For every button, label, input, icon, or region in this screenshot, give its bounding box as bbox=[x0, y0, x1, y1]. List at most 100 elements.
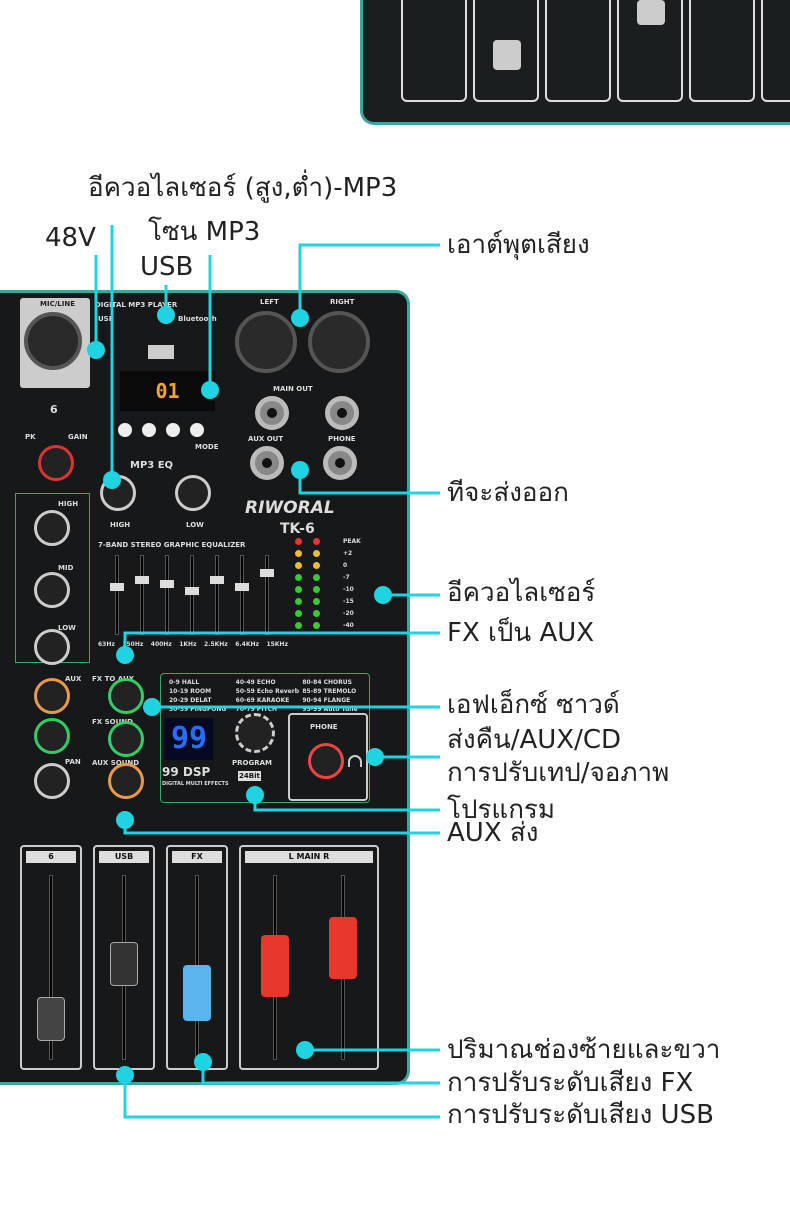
meter-led-icon bbox=[313, 538, 320, 545]
fx-preset: 60-69 KARAOKE bbox=[235, 697, 290, 704]
fx-display: 99 bbox=[165, 718, 213, 760]
callout-line bbox=[201, 1062, 440, 1085]
strip-label: FX bbox=[172, 851, 222, 863]
callout-dot bbox=[103, 471, 121, 489]
fader-cap[interactable] bbox=[493, 40, 521, 70]
meter-led-icon bbox=[295, 550, 302, 557]
callout-dot bbox=[366, 748, 384, 766]
channel-strip bbox=[401, 0, 467, 102]
geq-slider[interactable] bbox=[210, 576, 224, 584]
phone-volume-knob[interactable] bbox=[308, 743, 344, 779]
fx-to-aux-knob[interactable] bbox=[108, 678, 144, 714]
fx-fader[interactable] bbox=[183, 965, 211, 1021]
geq-slider[interactable] bbox=[110, 583, 124, 591]
program-knob[interactable] bbox=[235, 713, 275, 753]
callout-dot bbox=[116, 1066, 134, 1084]
next-button[interactable] bbox=[166, 423, 180, 437]
main-right-fader[interactable] bbox=[329, 917, 357, 979]
geq-slider[interactable] bbox=[185, 586, 199, 595]
fx-sound-knob[interactable] bbox=[108, 721, 144, 757]
callout-dot bbox=[116, 811, 134, 829]
phone-out-jack[interactable] bbox=[323, 446, 357, 480]
meter-led-icon bbox=[295, 622, 302, 629]
pan-label: PAN bbox=[65, 758, 81, 766]
strip-label: 6 bbox=[26, 851, 76, 863]
mic-line-input: MIC/LINE bbox=[20, 298, 90, 388]
callout-usb-volume: การปรับระดับเสียง USB bbox=[447, 1100, 714, 1130]
geq-slider[interactable] bbox=[135, 576, 149, 584]
brand-logo: RIWORAL bbox=[245, 498, 335, 518]
mp3-low-knob[interactable] bbox=[175, 475, 211, 511]
gain-label: GAIN bbox=[68, 433, 88, 441]
meter-label: -20 bbox=[343, 610, 354, 617]
geq-band-label: 15KHz bbox=[266, 641, 288, 648]
callout-dot bbox=[116, 646, 134, 664]
right-label: RIGHT bbox=[330, 298, 355, 306]
gain-knob[interactable] bbox=[38, 445, 74, 481]
usb-fader[interactable] bbox=[110, 942, 138, 986]
geq-slider[interactable] bbox=[235, 583, 249, 591]
aux-out-jack[interactable] bbox=[250, 446, 284, 480]
fx-preset: 80-84 CHORUS bbox=[302, 679, 352, 686]
channel-eq-section: HIGH MID LOW bbox=[15, 493, 90, 665]
strip-label: USB bbox=[99, 851, 149, 863]
prev-button[interactable] bbox=[142, 423, 156, 437]
fader-cap[interactable] bbox=[637, 0, 665, 25]
usb-port[interactable] bbox=[148, 345, 174, 359]
meter-led-icon bbox=[295, 610, 302, 617]
phone-out-label: PHONE bbox=[328, 435, 356, 443]
geq-slider[interactable] bbox=[160, 579, 174, 588]
meter-led-icon bbox=[313, 598, 320, 605]
meter-label: 0 bbox=[343, 562, 348, 569]
aux-label: AUX bbox=[65, 675, 82, 683]
callout-tape-monitor: การปรับเทป/จอภาพ bbox=[447, 758, 670, 788]
channel-strip bbox=[761, 0, 790, 102]
mp3-display: 01 bbox=[120, 371, 215, 411]
main-left-fader[interactable] bbox=[261, 935, 289, 997]
meter-led-icon bbox=[295, 598, 302, 605]
eq-high-knob[interactable] bbox=[34, 510, 70, 546]
callout-dot bbox=[291, 461, 309, 479]
callout-dot bbox=[194, 1053, 212, 1071]
fx-knob[interactable] bbox=[34, 718, 70, 754]
callout-line bbox=[123, 1075, 440, 1119]
geq-band-label: 2.5KHz bbox=[204, 641, 228, 648]
right-xlr-output[interactable] bbox=[308, 311, 370, 373]
callout-dot bbox=[291, 309, 309, 327]
callout-lr-volume: ปริมาณช่องซ้ายและขวา bbox=[447, 1035, 721, 1065]
dsp-logo: 99 DSP bbox=[162, 765, 211, 779]
main-out-r-jack[interactable] bbox=[325, 396, 359, 430]
left-xlr-output[interactable] bbox=[235, 311, 297, 373]
geq-title: 7-BAND STEREO GRAPHIC EQUALIZER bbox=[98, 541, 246, 549]
callout-line bbox=[123, 631, 440, 655]
meter-label: -40 bbox=[343, 622, 354, 629]
headphones-icon bbox=[348, 755, 362, 767]
callout-equalizer: อีควอไลเซอร์ bbox=[447, 578, 596, 608]
channel-6-fader[interactable] bbox=[37, 997, 65, 1041]
pan-knob[interactable] bbox=[34, 763, 70, 799]
fx-preset: 0-9 HALL bbox=[169, 679, 200, 686]
callout-return: ส่งคืน/AUX/CD bbox=[447, 725, 622, 755]
phone-label: PHONE bbox=[310, 723, 338, 731]
aux-knob[interactable] bbox=[34, 678, 70, 714]
meter-led-icon bbox=[313, 586, 320, 593]
callout-usb: USB bbox=[140, 252, 194, 282]
play-pause-button[interactable] bbox=[118, 423, 132, 437]
meter-label: PEAK bbox=[343, 538, 361, 545]
phone-section: PHONE bbox=[288, 713, 368, 801]
aux-sound-knob[interactable] bbox=[108, 763, 144, 799]
callout-line bbox=[123, 820, 440, 835]
mode-button[interactable] bbox=[190, 423, 204, 437]
eq-mid-knob[interactable] bbox=[34, 572, 70, 608]
geq-slider[interactable] bbox=[260, 569, 274, 577]
eq-low-knob[interactable] bbox=[34, 629, 70, 665]
graphic-equalizer bbox=[105, 555, 280, 635]
meter-led-icon bbox=[313, 550, 320, 557]
mp3-player-label: DIGITAL MP3 PLAYER bbox=[95, 301, 178, 309]
callout-dot bbox=[374, 586, 392, 604]
main-out-l-jack[interactable] bbox=[255, 396, 289, 430]
xlr-combo-jack[interactable] bbox=[24, 312, 82, 370]
usb-badge: USB bbox=[98, 315, 115, 323]
